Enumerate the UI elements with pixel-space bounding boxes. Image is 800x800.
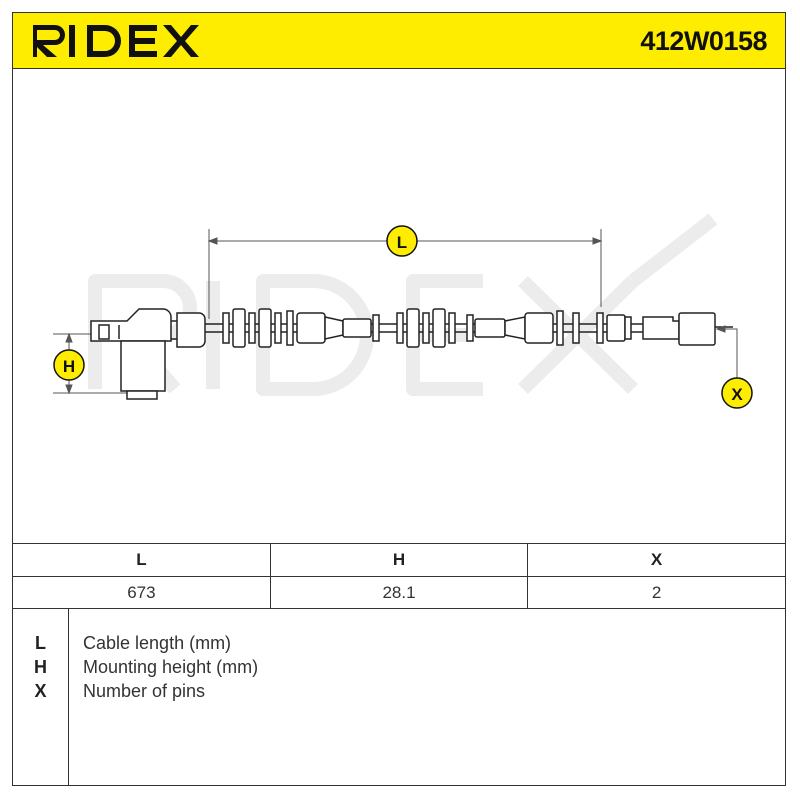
dimensions-header-row: L H X [13, 543, 785, 577]
callout-L-label: L [397, 233, 407, 252]
legend-text-X: Number of pins [83, 681, 206, 701]
legend: L Cable length (mm) H Mounting height (m… [13, 608, 785, 785]
legend-text-H: Mounting height (mm) [83, 657, 259, 677]
ridex-logo [33, 25, 199, 57]
callout-H-label: H [63, 357, 75, 376]
header-H: H [269, 543, 528, 577]
header-X: X [527, 543, 785, 577]
value-X: 2 [527, 576, 785, 609]
callout-X-label: X [731, 385, 743, 404]
technical-drawing: L H [13, 69, 785, 543]
header-L: L [13, 543, 271, 577]
dimensions-table: L H X 673 28.1 2 [13, 543, 785, 609]
value-H: 28.1 [269, 576, 528, 609]
sensor-head [90, 308, 206, 400]
callout-X: X [721, 377, 753, 409]
header-bar: 412W0158 [13, 13, 785, 69]
cable-assembly [205, 308, 713, 348]
legend-key-column [13, 609, 69, 785]
legend-key-X: X [34, 681, 47, 701]
dimensions-value-row: 673 28.1 2 [13, 576, 785, 609]
pins-leader [715, 325, 738, 379]
length-dimension [207, 229, 603, 319]
product-sheet: 412W0158 L [12, 12, 786, 786]
connector-plug [642, 312, 733, 346]
part-number: 412W0158 [640, 26, 767, 56]
callout-L: L [386, 225, 418, 257]
legend-key-L: L [35, 633, 46, 653]
legend-key-H: H [34, 657, 47, 677]
callout-H: H [53, 349, 85, 381]
legend-text-L: Cable length (mm) [83, 633, 232, 653]
value-L: 673 [13, 576, 271, 609]
